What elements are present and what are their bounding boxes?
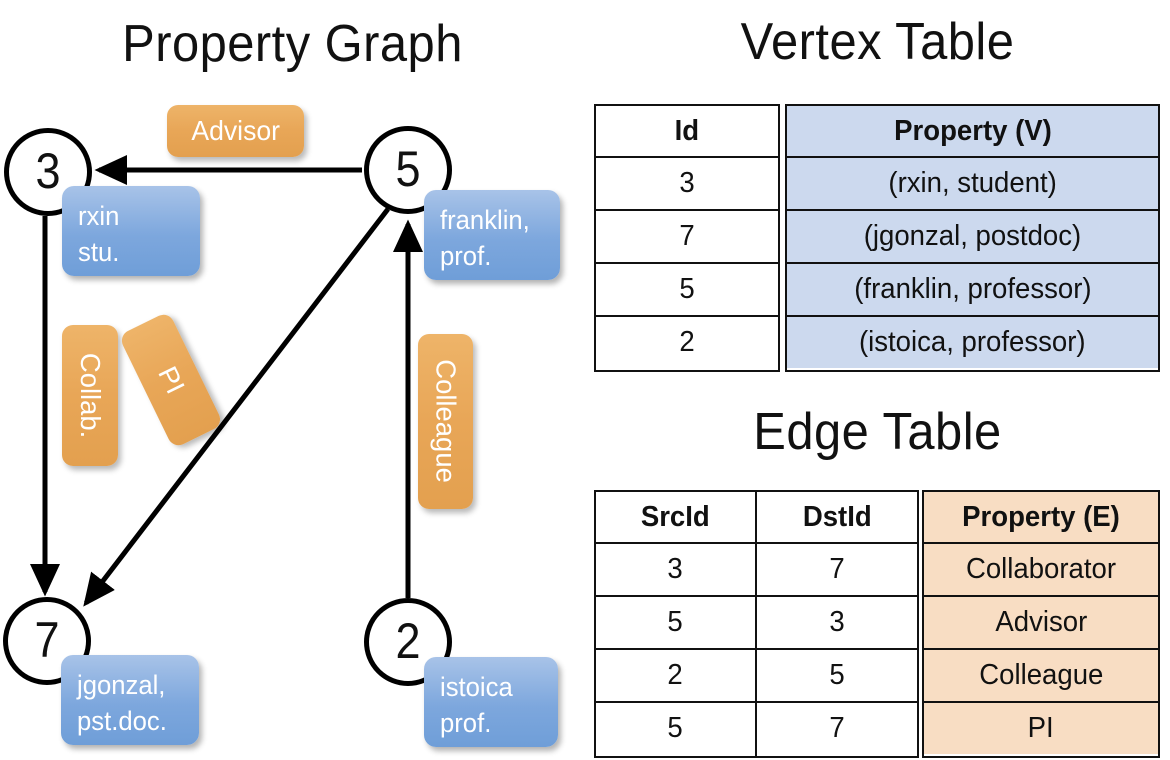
edge-label-advisor-text: Advisor bbox=[191, 115, 280, 146]
edge-table-dstid-column: DstId 7 3 5 7 bbox=[756, 492, 917, 756]
vertex-table-row-property: (jgonzal, postdoc) bbox=[787, 211, 1158, 264]
vertex-table-property-column: Property (V) (rxin, student) (jgonzal, p… bbox=[785, 104, 1160, 372]
property-graph-diagram: 3 5 7 2 rxin stu. franklin, prof. jgonza… bbox=[3, 105, 560, 747]
node-7-property-line-2: pst.doc. bbox=[77, 706, 167, 737]
edge-table-row-dstid: 7 bbox=[756, 703, 917, 754]
edge-5-to-7-pi bbox=[83, 207, 390, 607]
edge-table-header-dstid: DstId bbox=[756, 492, 917, 544]
edge-table-row-srcid: 5 bbox=[596, 597, 755, 650]
edge-table-row-dstid: 3 bbox=[756, 597, 917, 650]
edge-table-row-dstid: 7 bbox=[756, 544, 917, 597]
node-3-property-line-1: rxin bbox=[78, 201, 120, 231]
edge-table-row-property: Collaborator bbox=[924, 544, 1158, 597]
vertex-table-id-column: Id 3 7 5 2 bbox=[594, 104, 780, 372]
edge-table-row-srcid: 2 bbox=[596, 650, 755, 703]
edge-label-pi-text: PI bbox=[152, 361, 191, 399]
edge-table-header-property: Property (E) bbox=[924, 492, 1158, 544]
vertex-table-header-property: Property (V) bbox=[787, 106, 1158, 158]
edge-table-src-dst-columns: SrcId 3 5 2 5 DstId 7 3 bbox=[594, 490, 919, 758]
edge-table-row-property: Advisor bbox=[924, 597, 1158, 650]
page-title-property-graph: Property Graph bbox=[122, 15, 463, 73]
vertex-table-row-property: (rxin, student) bbox=[787, 158, 1158, 211]
edge-table-srcid-column: SrcId 3 5 2 5 bbox=[596, 492, 757, 756]
graph-node-5-label: 5 bbox=[395, 141, 421, 197]
vertex-table-row-id: 5 bbox=[596, 264, 778, 317]
edge-table-row-srcid: 3 bbox=[596, 544, 755, 597]
graph-node-5-circle[interactable] bbox=[364, 126, 452, 214]
node-2-property-line-1: istoica bbox=[440, 672, 513, 702]
page-title-edge-table: Edge Table bbox=[753, 403, 1002, 461]
node-3-property-box: rxin stu. bbox=[62, 186, 200, 276]
edge-label-advisor: Advisor bbox=[167, 105, 304, 157]
vertex-table-header-id: Id bbox=[596, 106, 778, 158]
edge-label-collab-text: Collab. bbox=[75, 352, 106, 439]
edge-label-colleague-text: Colleague bbox=[430, 359, 462, 484]
graph-node-3-label: 3 bbox=[35, 143, 61, 199]
node-2-property-line-2: prof. bbox=[440, 708, 492, 739]
graph-node-2-label: 2 bbox=[395, 613, 421, 669]
node-2-property-box: istoica prof. bbox=[424, 657, 558, 747]
page-title-vertex-table: Vertex Table bbox=[740, 13, 1015, 71]
edge-table-property-column: Property (E) Collaborator Advisor Collea… bbox=[922, 490, 1160, 758]
edge-table-header-srcid: SrcId bbox=[596, 492, 755, 544]
vertex-table-row-property: (istoica, professor) bbox=[787, 317, 1158, 368]
edge-label-colleague: Colleague bbox=[418, 334, 473, 509]
vertex-table-row-property: (franklin, professor) bbox=[787, 264, 1158, 317]
vertex-table-row-id: 2 bbox=[596, 317, 778, 368]
edge-label-collab: Collab. bbox=[62, 325, 118, 466]
node-3-property-line-2: stu. bbox=[78, 237, 120, 268]
graph-edges-svg bbox=[30, 155, 423, 607]
graph-node-7-label: 7 bbox=[34, 612, 60, 668]
edge-table-row-property: PI bbox=[924, 703, 1158, 754]
node-5-property-line-1: franklin, bbox=[440, 205, 530, 235]
node-7-property-line-1: jgonzal, bbox=[77, 670, 166, 700]
vertex-table-row-id: 3 bbox=[596, 158, 778, 211]
edge-table-row-dstid: 5 bbox=[756, 650, 917, 703]
edge-table-row-property: Colleague bbox=[924, 650, 1158, 703]
graph-node-2-circle[interactable] bbox=[364, 598, 452, 686]
node-5-property-line-2: prof. bbox=[440, 241, 492, 272]
edge-table-row-srcid: 5 bbox=[596, 703, 755, 754]
node-5-property-box: franklin, prof. bbox=[424, 190, 560, 280]
vertex-table-row-id: 7 bbox=[596, 211, 778, 264]
node-7-property-box: jgonzal, pst.doc. bbox=[61, 655, 199, 745]
